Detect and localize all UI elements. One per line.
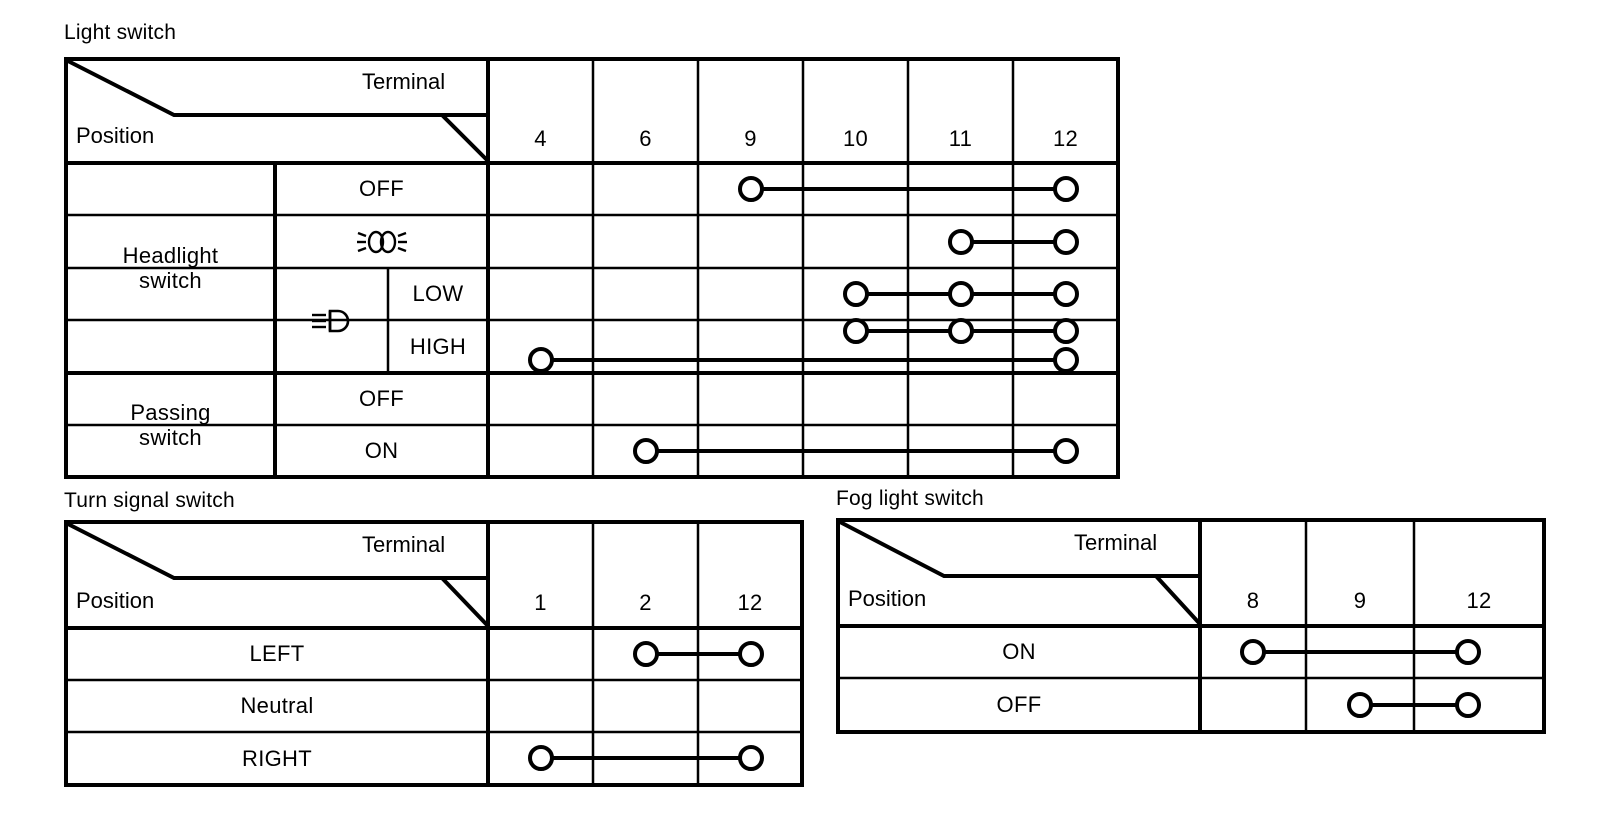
- continuity-line-6-12: [633, 438, 1079, 464]
- continuity-line-9-12: [1347, 692, 1481, 718]
- group-label-passing-switch: Passing switch: [130, 399, 211, 450]
- terminal-header-9: 9: [1353, 588, 1367, 614]
- fog-light-switch-table: Terminal Position 8 9 12 ON OFF: [836, 518, 1546, 734]
- fog-light-switch-caption: Fog light switch: [836, 487, 984, 510]
- group-label-headlight-switch: Headlight switch: [122, 242, 219, 293]
- position-turn-neutral: Neutral: [240, 693, 314, 719]
- terminal-header-12: 12: [1052, 126, 1079, 152]
- position-passing-on: ON: [364, 438, 399, 464]
- terminal-header-6: 6: [639, 126, 652, 152]
- position-headlight-parking: [275, 215, 488, 268]
- continuity-line-1-12: [528, 745, 764, 771]
- continuity-line-10-11-12-high: [843, 318, 1079, 344]
- continuity-overlay-light-switch: [528, 176, 1079, 464]
- position-fog-on: ON: [1002, 639, 1036, 665]
- continuity-line-11-12: [948, 229, 1079, 255]
- terminal-header-9: 9: [744, 126, 757, 152]
- continuity-overlay-turn-signal: [528, 641, 764, 771]
- terminal-header-4: 4: [534, 126, 547, 152]
- parking-light-icon: [354, 202, 410, 281]
- continuity-line-10-11-12-low: [843, 281, 1079, 307]
- terminal-header-11: 11: [948, 126, 973, 152]
- terminal-header-2: 2: [639, 590, 652, 616]
- turn-signal-switch-table: Terminal Position 1 2 12 LEFT Neutral RI…: [64, 520, 804, 787]
- terminal-header-label: Terminal: [362, 532, 446, 557]
- continuity-line-9-12: [738, 176, 1079, 202]
- terminal-header-1: 1: [534, 590, 547, 616]
- position-headlight-off: OFF: [359, 176, 404, 202]
- position-headlight-low: LOW: [412, 281, 464, 307]
- terminal-header-label: Terminal: [1074, 530, 1158, 555]
- continuity-line-4-12-high: [528, 347, 1079, 373]
- position-header-label: Position: [76, 123, 155, 148]
- position-headlight-high: HIGH: [409, 333, 467, 359]
- terminal-header-10: 10: [842, 126, 869, 152]
- continuity-line-8-12: [1240, 639, 1481, 665]
- terminal-header-8: 8: [1246, 588, 1260, 614]
- position-headlight-beam-icon-cell: [275, 268, 388, 373]
- position-header-label: Position: [76, 588, 155, 613]
- terminal-header-12: 12: [737, 590, 763, 616]
- turn-signal-switch-caption: Turn signal switch: [64, 489, 235, 512]
- light-switch-table: Terminal Position 4 6 9 10 11 12 Headlig…: [64, 57, 1120, 479]
- terminal-header-12: 12: [1466, 588, 1492, 614]
- position-header-label: Position: [848, 586, 927, 611]
- position-turn-left: LEFT: [249, 641, 305, 667]
- continuity-overlay-fog-light: [1240, 639, 1481, 718]
- position-turn-right: RIGHT: [242, 745, 312, 771]
- headlight-icon: [308, 281, 356, 360]
- terminal-header-label: Terminal: [362, 69, 446, 94]
- continuity-line-2-12: [633, 641, 764, 667]
- position-passing-off: OFF: [359, 386, 404, 412]
- position-fog-off: OFF: [996, 692, 1042, 718]
- light-switch-caption: Light switch: [64, 21, 177, 44]
